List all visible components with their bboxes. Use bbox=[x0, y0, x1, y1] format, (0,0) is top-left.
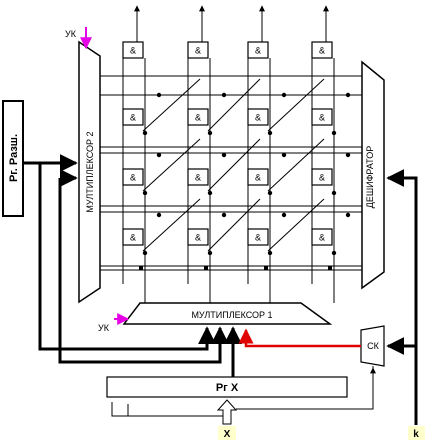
multiplexer-2-label: МУЛТИПЛЕКСОР 2 bbox=[85, 131, 95, 212]
ck-to-register-line bbox=[236, 366, 374, 410]
and-gate: & bbox=[311, 41, 333, 59]
decoder-label: ДЕШИФРАТОР bbox=[365, 146, 375, 208]
and-gate: & bbox=[122, 228, 144, 246]
and-gate: & bbox=[187, 228, 209, 246]
uk-top-label: УК bbox=[65, 29, 77, 39]
input-x-label: Х bbox=[224, 429, 231, 440]
decoder-block: ДЕШИФРАТОР bbox=[361, 60, 385, 290]
and-gate: & bbox=[187, 168, 209, 186]
feedback-line bbox=[238, 328, 361, 348]
and-gate-symbol: & bbox=[130, 113, 136, 123]
register-x-block: Рг Х bbox=[106, 376, 348, 398]
and-gate-symbol: & bbox=[255, 46, 261, 56]
and-gate-symbol: & bbox=[255, 233, 261, 243]
and-gate-symbol: & bbox=[195, 113, 201, 123]
register-expansion-block: Рг. Разш. bbox=[2, 100, 24, 217]
and-gate-symbol: & bbox=[255, 113, 261, 123]
and-gate: & bbox=[311, 108, 333, 126]
and-gate-symbol: & bbox=[319, 173, 325, 183]
register-x-bracket bbox=[111, 402, 227, 417]
and-gate-symbol: & bbox=[195, 233, 201, 243]
grid-gates: & & & & & & & & & & & & & & & & bbox=[122, 41, 333, 246]
multiplexer-1-label: МУЛТИПЛЕКСОР 1 bbox=[191, 310, 272, 320]
input-k-box: k bbox=[408, 426, 425, 440]
and-gate-symbol: & bbox=[319, 113, 325, 123]
and-gate-symbol: & bbox=[255, 173, 261, 183]
and-gate-symbol: & bbox=[319, 46, 325, 56]
and-gate-symbol: & bbox=[130, 233, 136, 243]
and-gate: & bbox=[187, 41, 209, 59]
input-k-label: k bbox=[413, 429, 419, 440]
uk-bottom-label: УК bbox=[98, 323, 110, 333]
and-gate: & bbox=[247, 108, 269, 126]
and-gate: & bbox=[247, 168, 269, 186]
and-gate: & bbox=[311, 168, 333, 186]
ck-block: СК bbox=[360, 325, 385, 367]
multiplexer-1-block: МУЛТИПЛЕКСОР 1 bbox=[122, 302, 333, 325]
and-gate: & bbox=[122, 168, 144, 186]
input-x-box: Х bbox=[218, 426, 236, 440]
register-x-label: Рг Х bbox=[216, 382, 239, 394]
grid-wires bbox=[100, 5, 362, 303]
ck-label: СК bbox=[367, 341, 379, 351]
and-gate-symbol: & bbox=[195, 173, 201, 183]
and-gate: & bbox=[247, 228, 269, 246]
and-gate: & bbox=[311, 228, 333, 246]
and-gate-symbol: & bbox=[130, 173, 136, 183]
and-gate-symbol: & bbox=[195, 46, 201, 56]
and-gate-symbol: & bbox=[130, 46, 136, 56]
and-gate: & bbox=[122, 108, 144, 126]
and-gate-symbol: & bbox=[319, 233, 325, 243]
and-gate: & bbox=[122, 41, 144, 59]
and-gate: & bbox=[187, 108, 209, 126]
register-expansion-label: Рг. Разш. bbox=[8, 134, 20, 182]
input-x-arrow bbox=[216, 399, 238, 425]
multiplexer-2-block: МУЛТИПЛЕКСОР 2 bbox=[78, 40, 101, 304]
and-gate: & bbox=[247, 41, 269, 59]
